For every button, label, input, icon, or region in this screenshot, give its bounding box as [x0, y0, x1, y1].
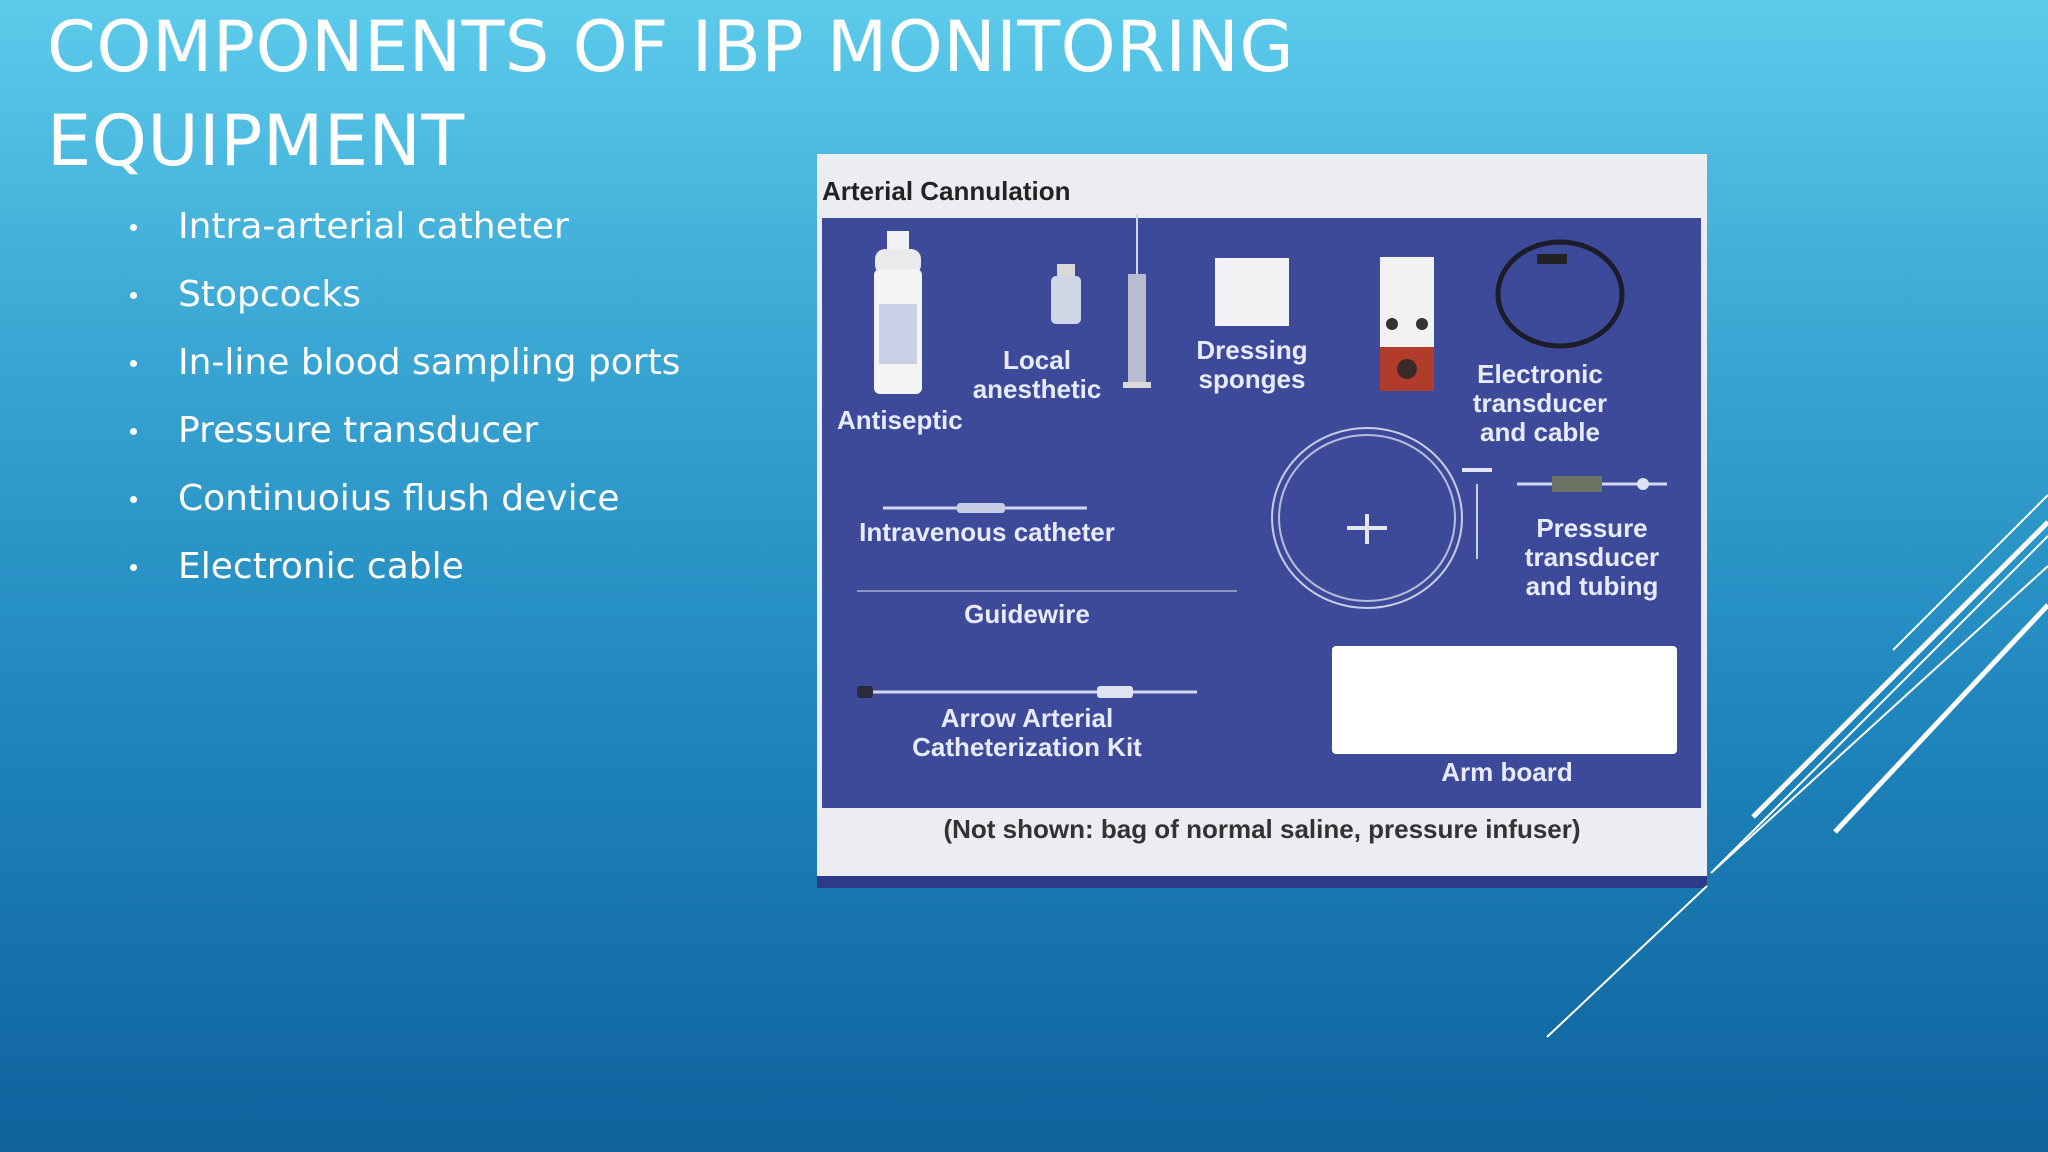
bullet-text: Stopcocks	[178, 274, 362, 315]
transducer-box-icon	[1380, 257, 1434, 391]
bullet-dot-icon	[130, 360, 137, 367]
deco-line	[1546, 885, 1708, 1038]
deco-line	[1833, 603, 2048, 834]
bullet-text: Electronic cable	[178, 546, 464, 587]
deco-line	[1713, 535, 2048, 871]
label-arrow-kit: Arrow Arterial Catheterization Kit	[912, 703, 1142, 762]
label-guidewire: Guidewire	[964, 599, 1090, 629]
bullet-dot-icon	[130, 564, 137, 571]
iv-catheter-icon	[883, 503, 1087, 513]
slide-title: COMPONENTS OF IBP MONITORING EQUIPMENT	[47, 6, 1295, 182]
bullet-item: In-line blood sampling ports	[130, 336, 680, 404]
label-antiseptic: Antiseptic	[837, 405, 963, 435]
label-electronic-transducer: Electronic transducer and cable	[1472, 359, 1608, 447]
label-dressing-sponges: Dressing sponges	[1196, 335, 1308, 394]
bullet-item: Pressure transducer	[130, 404, 680, 472]
arterial-cannulation-figure: Arterial Cannulation	[817, 154, 1707, 888]
bullet-text: Intra-arterial catheter	[178, 206, 569, 247]
bullet-dot-icon	[130, 428, 137, 435]
figure-bottom-bar	[817, 876, 1707, 888]
anesthetic-vial-icon	[1051, 264, 1081, 324]
deco-line	[1892, 494, 2048, 651]
syringe-icon	[1123, 214, 1151, 388]
bullet-list: Intra-arterial catheter Stopcocks In-lin…	[130, 200, 680, 608]
dressing-sponge-icon	[1215, 258, 1289, 326]
deco-line	[1751, 520, 2048, 819]
pressure-tubing-icon	[1271, 427, 1667, 609]
label-local-anesthetic: Local anesthetic	[972, 345, 1102, 404]
arrow-kit-icon	[857, 686, 1197, 698]
label-arm-board: Arm board	[1441, 757, 1573, 787]
bullet-text: In-line blood sampling ports	[178, 342, 681, 383]
bullet-dot-icon	[130, 292, 137, 299]
bullet-text: Continuoius flush device	[178, 478, 620, 519]
antiseptic-bottle-icon	[874, 231, 922, 394]
bullet-dot-icon	[130, 496, 137, 503]
bullet-item: Intra-arterial catheter	[130, 200, 680, 268]
label-pressure-transducer: Pressure transducer and tubing	[1524, 513, 1660, 601]
figure-caption: (Not shown: bag of normal saline, pressu…	[943, 814, 1581, 844]
equipment-illustration	[857, 214, 1677, 754]
cable-coil-icon	[1495, 239, 1625, 349]
bullet-item: Stopcocks	[130, 268, 680, 336]
bullet-text: Pressure transducer	[178, 410, 539, 451]
figure-title: Arterial Cannulation	[822, 176, 1071, 206]
label-intravenous-catheter: Intravenous catheter	[859, 517, 1115, 547]
bullet-item: Electronic cable	[130, 540, 680, 608]
arm-board-icon	[1332, 646, 1677, 754]
deco-line	[1710, 565, 2048, 874]
bullet-item: Continuoius flush device	[130, 472, 680, 540]
bullet-dot-icon	[130, 224, 137, 231]
